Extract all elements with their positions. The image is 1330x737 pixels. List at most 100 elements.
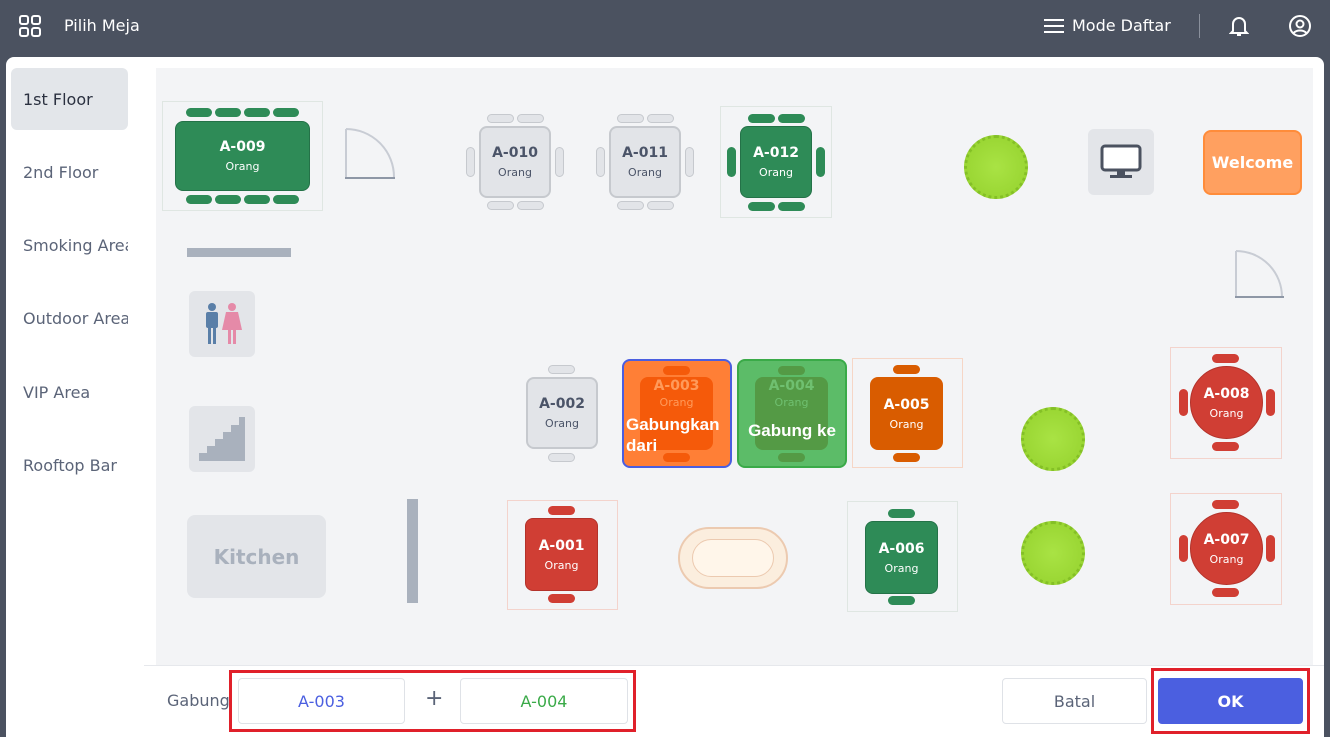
chair <box>663 453 690 462</box>
plant-icon <box>1021 521 1085 585</box>
table-guests: Orang <box>889 417 924 431</box>
merge-selection-highlight <box>229 670 636 732</box>
chair <box>487 201 514 210</box>
table-guests: Orang <box>498 166 532 179</box>
table-guests: Orang <box>1209 552 1244 566</box>
mode-daftar-button[interactable]: Mode Daftar <box>1044 16 1171 35</box>
chair <box>888 596 915 605</box>
table-id: A-004 <box>768 378 815 394</box>
door-icon <box>345 128 395 179</box>
chair <box>1266 389 1275 416</box>
app-header: Pilih Meja Mode Daftar <box>0 0 1330 57</box>
table-guests: Orang <box>759 166 793 179</box>
chair <box>893 365 920 374</box>
table-a-006-outline <box>847 501 958 612</box>
bell-icon[interactable] <box>1228 15 1250 41</box>
chair <box>1212 354 1239 363</box>
table-id: A-005 <box>883 396 930 413</box>
plus-sign: + <box>425 686 444 711</box>
table-guests: Orang <box>1209 406 1244 420</box>
divider <box>1199 14 1200 38</box>
chair <box>1212 500 1239 509</box>
table-a-005-outline <box>852 358 963 468</box>
restroom-icon <box>189 291 255 357</box>
sidebar-item-1st-floor[interactable]: 1st Floor <box>11 68 128 130</box>
cancel-button[interactable]: Batal <box>1002 678 1147 724</box>
chair <box>893 453 920 462</box>
table-id: A-001 <box>538 537 585 554</box>
table-a-001-outline <box>507 500 618 610</box>
chair <box>727 147 736 177</box>
chair <box>555 147 564 177</box>
table-id: A-008 <box>1203 385 1250 402</box>
chair <box>888 509 915 518</box>
grid-menu-icon[interactable] <box>19 15 41 37</box>
chair <box>778 453 805 462</box>
chair <box>748 114 775 123</box>
sidebar-item-vip-area[interactable]: VIP Area <box>23 382 91 402</box>
chair <box>596 147 605 177</box>
ok-button[interactable]: OK <box>1158 678 1303 724</box>
page-title: Pilih Meja <box>64 16 140 35</box>
sidebar-item-rooftop-bar[interactable]: Rooftop Bar <box>23 455 117 475</box>
merge-from-overlay: Gabungkan dari <box>626 415 720 455</box>
table-guests: Orang <box>545 417 579 430</box>
chair <box>617 201 644 210</box>
plant-icon <box>964 135 1028 199</box>
merge-to-field[interactable]: A-004 <box>460 678 628 724</box>
merge-to-overlay: Gabung ke <box>748 421 836 440</box>
chair <box>466 147 475 177</box>
table-a-008-outline <box>1170 347 1282 459</box>
chair <box>487 114 514 123</box>
chair <box>778 114 805 123</box>
table-a-009[interactable] <box>162 101 323 211</box>
table-id: A-006 <box>878 540 925 557</box>
mode-daftar-label: Mode Daftar <box>1072 16 1171 35</box>
chair <box>548 365 575 374</box>
chair <box>1179 389 1188 416</box>
chair <box>778 366 805 375</box>
stairs-icon <box>189 406 255 472</box>
user-icon[interactable] <box>1288 14 1312 42</box>
chair <box>816 147 825 177</box>
merge-label: Gabung <box>167 691 230 710</box>
oval-table <box>678 527 788 589</box>
table-id: A-012 <box>753 145 799 161</box>
sidebar-item-smoking-area[interactable]: Smoking Area <box>23 235 128 255</box>
list-icon <box>1044 18 1064 33</box>
chair <box>685 147 694 177</box>
sidebar-item-outdoor-area[interactable]: Outdoor Area <box>23 308 128 328</box>
table-guests: Orang <box>774 396 809 409</box>
table-a-012-outline <box>720 106 832 218</box>
merge-from-field[interactable]: A-003 <box>238 678 405 724</box>
chair <box>778 202 805 211</box>
chair <box>273 195 299 204</box>
table-id: A-011 <box>622 145 668 161</box>
chair <box>647 201 674 210</box>
bar-counter <box>187 248 291 257</box>
chair <box>1179 535 1188 562</box>
chair <box>517 201 544 210</box>
welcome-sign: Welcome <box>1203 130 1302 195</box>
chair <box>517 114 544 123</box>
chair <box>215 108 241 117</box>
sidebar-item-2nd-floor[interactable]: 2nd Floor <box>23 162 99 182</box>
table-id: A-003 <box>653 378 700 394</box>
ok-highlight <box>1151 668 1310 734</box>
chair <box>186 195 212 204</box>
table-id: A-010 <box>492 145 538 161</box>
chair <box>548 594 575 603</box>
chair <box>647 114 674 123</box>
